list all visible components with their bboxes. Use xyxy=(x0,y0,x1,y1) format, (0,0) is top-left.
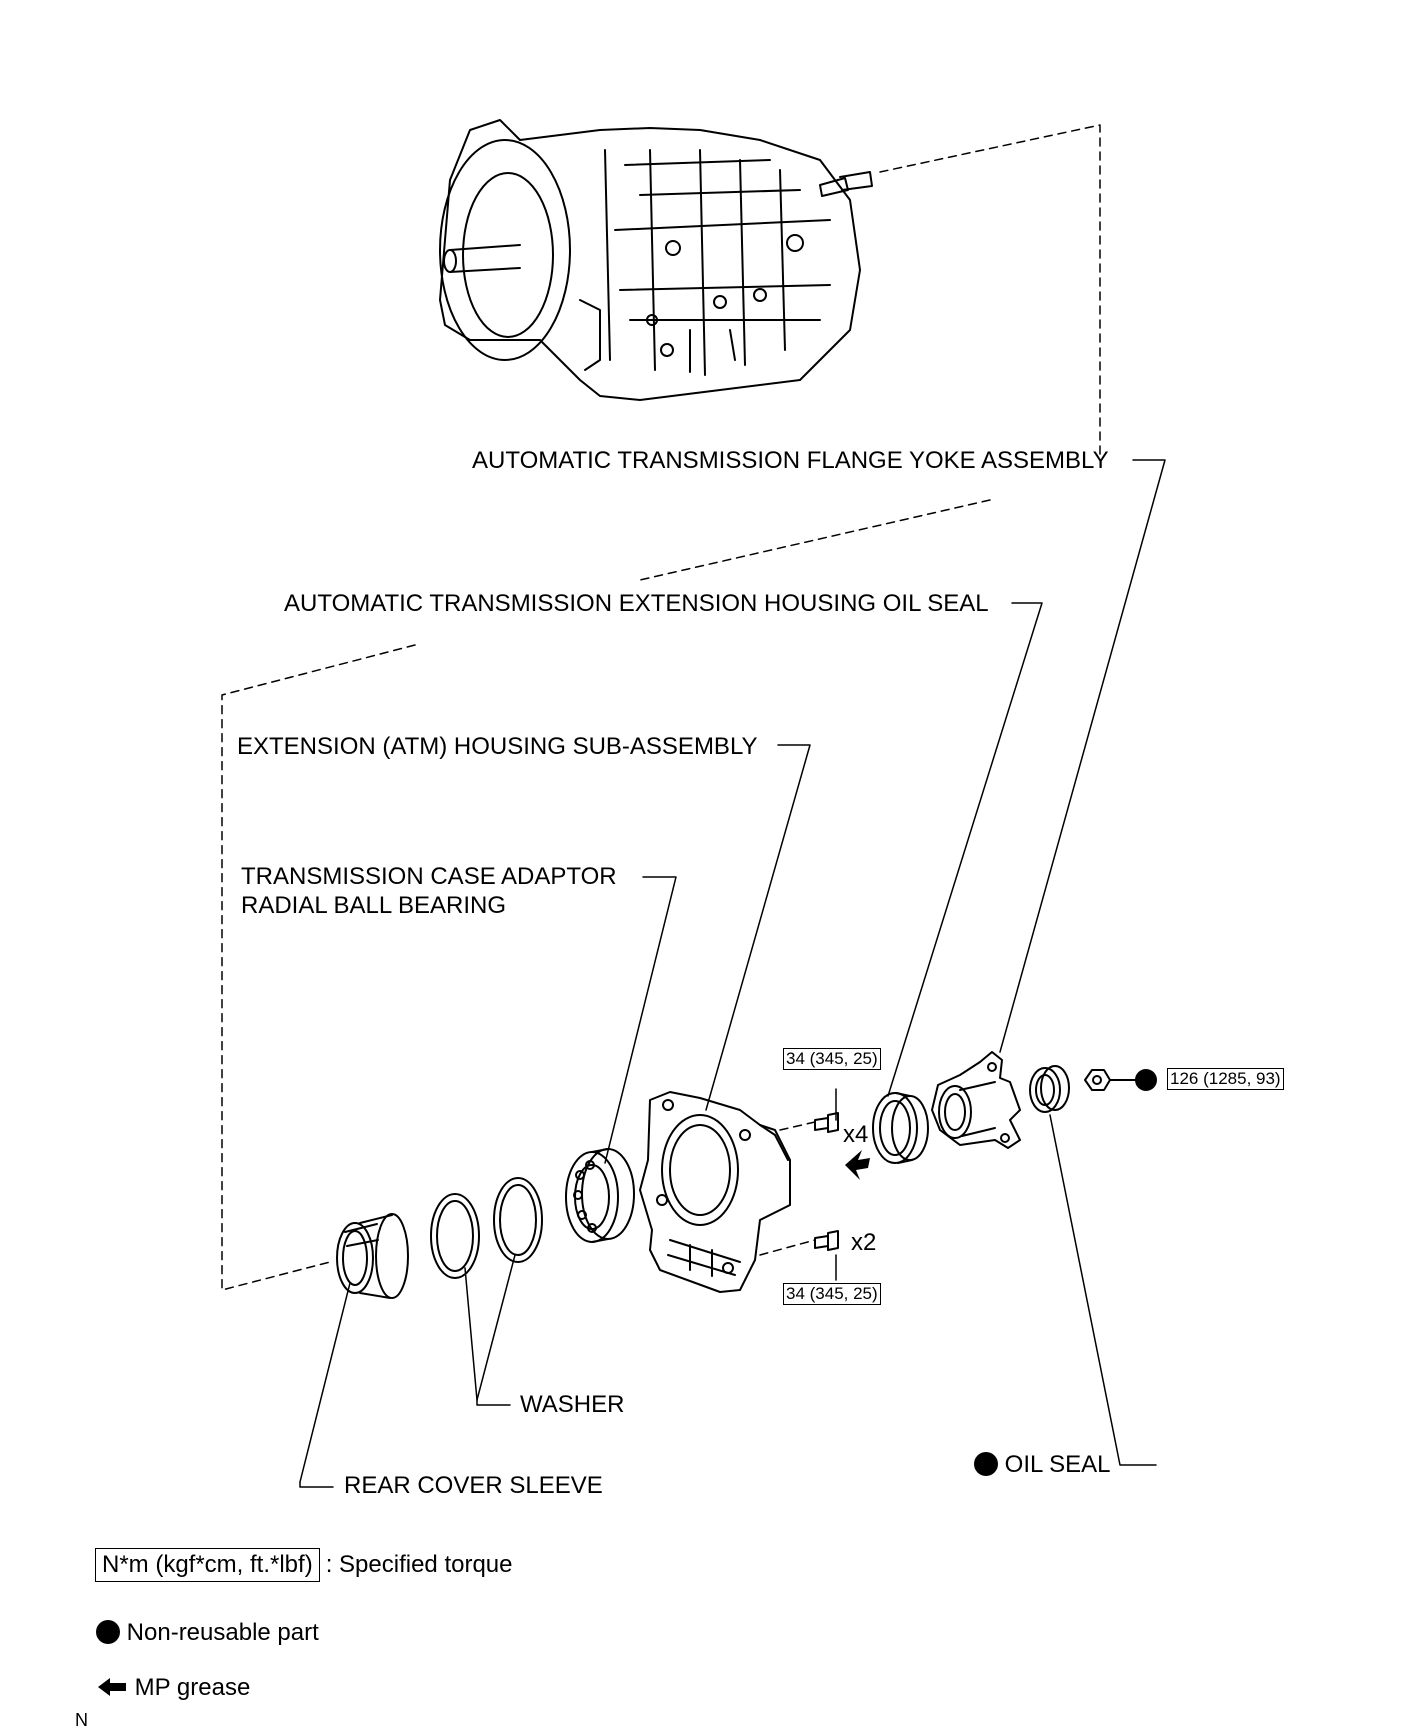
mp-grease-arrow-icon xyxy=(845,1150,870,1180)
rear-cover-sleeve-illustration xyxy=(336,1213,409,1299)
legend-nonreusable: Non-reusable part xyxy=(96,1618,319,1648)
label-oil-seal: OIL SEAL xyxy=(974,1451,1111,1479)
count-bolt-lower: x2 xyxy=(851,1229,877,1256)
label-oil-seal-text: OIL SEAL xyxy=(1004,1451,1111,1478)
label-extension-oil-seal: AUTOMATIC TRANSMISSION EXTENSION HOUSING… xyxy=(284,590,989,617)
legend-grease: MP grease xyxy=(96,1673,250,1703)
nut-nonreusable-dot-icon xyxy=(1135,1069,1157,1091)
legend-torque-box: N*m (kgf*cm, ft.*lbf) xyxy=(95,1548,320,1582)
extension-housing-illustration xyxy=(639,1091,791,1293)
label-bearing-line1: TRANSMISSION CASE ADAPTOR xyxy=(241,863,617,890)
label-rear-cover-sleeve: REAR COVER SLEEVE xyxy=(344,1472,603,1499)
arrow-left-icon xyxy=(98,1678,126,1696)
bolt-lower-illustration xyxy=(814,1230,839,1251)
corner-mark: N xyxy=(75,1710,88,1730)
label-flange-yoke: AUTOMATIC TRANSMISSION FLANGE YOKE ASSEM… xyxy=(472,447,1109,474)
bolt-upper-illustration xyxy=(814,1112,839,1133)
leader-lines xyxy=(299,459,1166,1488)
torque-box-bolt-upper: 34 (345, 25) xyxy=(783,1048,881,1070)
legend-grease-text: MP grease xyxy=(134,1674,251,1701)
flange-yoke-illustration xyxy=(931,1051,1021,1149)
radial-ball-bearing-illustration xyxy=(565,1148,635,1243)
torque-box-nut: 126 (1285, 93) xyxy=(1167,1068,1284,1090)
label-extension-housing: EXTENSION (ATM) HOUSING SUB-ASSEMBLY xyxy=(237,733,758,760)
extension-housing-oil-seal-illustration xyxy=(872,1092,929,1164)
filled-circle-icon xyxy=(96,1620,120,1644)
legend-torque-text: : Specified torque xyxy=(325,1551,513,1578)
nonreusable-dot-icon xyxy=(974,1452,998,1476)
dashed-guides xyxy=(221,124,1101,1291)
legend-torque: N*m (kgf*cm, ft.*lbf): Specified torque xyxy=(95,1548,513,1582)
label-washer: WASHER xyxy=(520,1391,625,1418)
label-bearing-line2: RADIAL BALL BEARING xyxy=(241,892,506,919)
legend-nonreusable-text: Non-reusable part xyxy=(126,1619,319,1646)
washer-illustrations xyxy=(430,1177,543,1279)
transmission-illustration xyxy=(439,119,873,401)
count-bolt-upper: x4 xyxy=(843,1121,869,1148)
small-oil-seal-illustration xyxy=(1029,1065,1070,1113)
torque-box-bolt-lower: 34 (345, 25) xyxy=(783,1283,881,1305)
nut-illustration xyxy=(1084,1069,1138,1091)
